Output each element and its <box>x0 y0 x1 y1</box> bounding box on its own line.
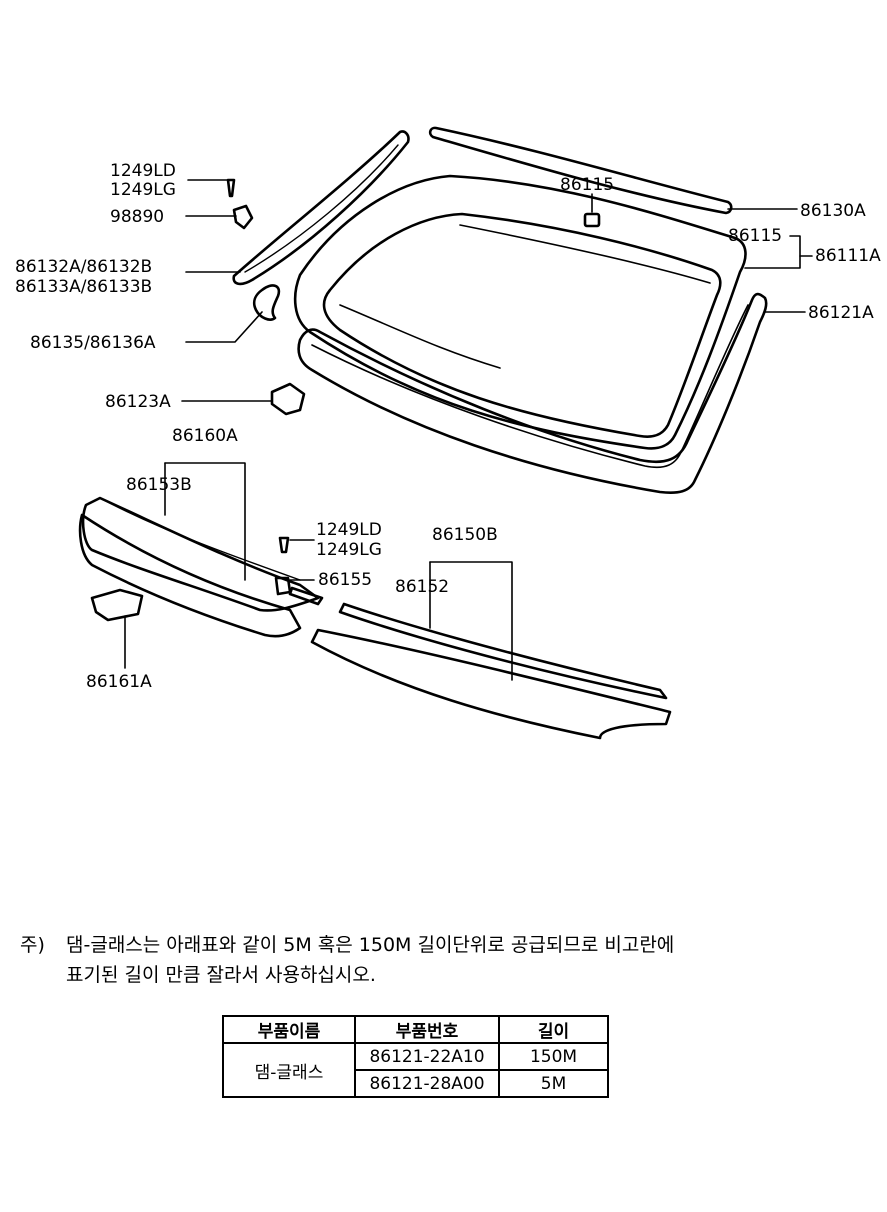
leader-86111a-bracket <box>744 235 801 269</box>
label-86150b: 86150B <box>432 525 498 545</box>
cell-part-number: 86121-22A10 <box>354 1042 500 1071</box>
label-86153b: 86153B <box>126 475 192 495</box>
label-86130a: 86130A <box>800 201 866 221</box>
glass-line-left <box>339 304 501 369</box>
clip-86135 <box>252 284 281 321</box>
leader-86150b-bracket <box>429 561 513 681</box>
screw-1249ld-center <box>278 536 290 554</box>
clip-86123a <box>270 382 306 416</box>
header-length: 길이 <box>498 1015 609 1044</box>
glass-line-top <box>459 224 711 284</box>
parts-exploded-diagram: 1249LD 1249LG 98890 86132A/86132B 86133A… <box>15 126 881 740</box>
label-86161a: 86161A <box>86 672 152 692</box>
table-row: 댐-글래스 86121-22A10 150M <box>222 1042 609 1098</box>
note-text-1: 댐-글래스는 아래표와 같이 5M 혹은 150M 길이단위로 공급되므로 비고… <box>66 934 675 956</box>
label-86133: 86133A/86133B <box>15 277 152 297</box>
dam-glass-outer <box>297 292 768 494</box>
note-text-2: 표기된 길이 만큼 잘라서 사용하십시오. <box>66 964 376 986</box>
note-line-1: 주) 댐-글래스는 아래표와 같이 5M 혹은 150M 길이단위로 공급되므로 … <box>20 930 880 960</box>
label-98890: 98890 <box>110 207 164 227</box>
table-row: 86121-28A00 5M <box>223 1069 609 1098</box>
label-1249lg-top: 1249LG <box>110 180 176 200</box>
bracket-86161a <box>90 588 144 622</box>
clip-86155 <box>274 576 292 596</box>
windshield-glass-inner <box>322 212 722 438</box>
cell-part-name: 댐-글래스 <box>222 1042 356 1098</box>
label-86121a: 86121A <box>808 303 874 323</box>
label-86111a: 86111A <box>815 246 881 266</box>
leader-86135 <box>185 311 263 343</box>
header-part-name: 부품이름 <box>222 1015 356 1044</box>
label-86123a: 86123A <box>105 392 171 412</box>
cowl-cover-left-line <box>99 497 301 581</box>
side-molding-line <box>244 144 399 273</box>
label-86115-top: 86115 <box>560 175 614 195</box>
cowl-lower-left <box>78 513 302 638</box>
cowl-cover-right <box>338 602 668 700</box>
label-1249ld-center: 1249LD <box>316 520 382 540</box>
clip-86115 <box>583 212 601 228</box>
note-line-2: 표기된 길이 만큼 잘라서 사용하십시오. <box>20 960 880 990</box>
screw-1249ld-top <box>226 178 236 198</box>
side-molding <box>232 130 410 286</box>
cell-part-number: 86121-28A00 <box>354 1069 500 1098</box>
label-1249lg-center: 1249LG <box>316 540 382 560</box>
header-part-number: 부품번호 <box>354 1015 500 1044</box>
note-prefix: 주) <box>20 934 45 956</box>
windshield-glass-outer <box>293 174 747 450</box>
top-molding <box>428 126 733 215</box>
table-header-row: 부품이름 부품번호 길이 <box>222 1015 609 1044</box>
label-86152: 86152 <box>395 577 449 597</box>
label-86155: 86155 <box>318 570 372 590</box>
dam-glass-inner <box>311 304 749 469</box>
label-86132: 86132A/86132B <box>15 257 152 277</box>
cowl-lower-right <box>310 628 672 740</box>
label-1249ld-top: 1249LD <box>110 161 176 181</box>
label-86135: 86135/86136A <box>30 333 156 353</box>
label-86160a: 86160A <box>172 426 238 446</box>
cowl-cover-left <box>81 496 320 612</box>
label-86115-right: 86115 <box>728 226 782 246</box>
cell-length: 150M <box>498 1042 609 1071</box>
parts-table: 부품이름 부품번호 길이 댐-글래스 86121-22A10 150M 8612… <box>222 1015 609 1098</box>
cell-length: 5M <box>498 1069 609 1098</box>
leader-86160a-bracket <box>164 462 246 581</box>
supply-note: 주) 댐-글래스는 아래표와 같이 5M 혹은 150M 길이단위로 공급되므로 … <box>20 930 880 990</box>
clip-98890 <box>232 204 254 230</box>
